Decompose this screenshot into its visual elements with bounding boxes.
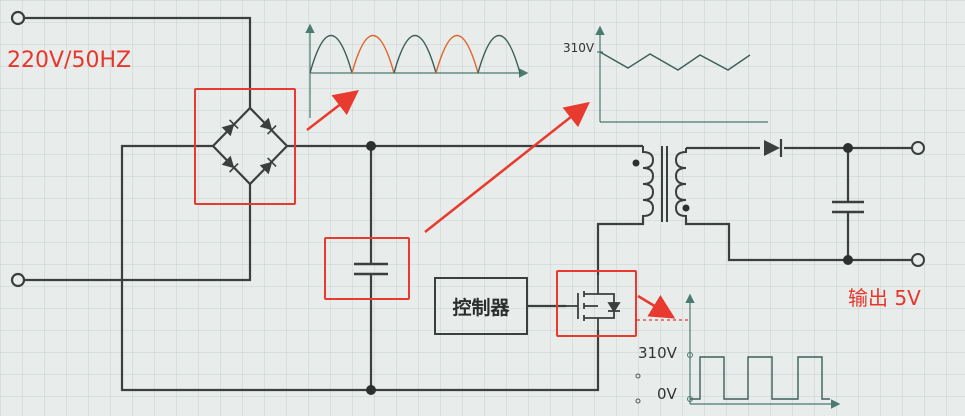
rectified-wave-plot xyxy=(305,23,529,118)
output-diode xyxy=(764,139,783,157)
ac-terminal-top xyxy=(10,10,26,26)
controller-box: 控制器 xyxy=(434,277,528,335)
output-capacitor xyxy=(832,200,864,214)
pwm-high-label: 310V xyxy=(638,344,677,362)
top-wave-level-label: 310V xyxy=(563,41,595,55)
filter-capacitor xyxy=(354,262,388,276)
circuit-wires xyxy=(10,10,918,392)
transformer xyxy=(642,146,687,222)
pwm-low-label: 0V xyxy=(657,385,677,403)
controller-label: 控制器 xyxy=(452,296,510,319)
capacitor-highlight xyxy=(324,237,410,300)
filtered-wave-plot xyxy=(595,25,768,123)
bridge-highlight xyxy=(194,88,296,205)
output-voltage-label: 输出 5V xyxy=(848,286,921,310)
bridge-diodes xyxy=(221,117,277,175)
pwm-wave-plot xyxy=(635,293,841,409)
output-terminal-top xyxy=(911,141,925,155)
secondary-dot xyxy=(682,204,690,212)
junction-dots xyxy=(366,141,853,395)
mosfet xyxy=(566,275,621,330)
annotation-arrows xyxy=(306,89,676,319)
output-terminal-bottom xyxy=(911,253,925,267)
input-voltage-label: 220V/50HZ xyxy=(7,48,132,73)
primary-dot xyxy=(632,159,640,167)
ac-terminal-bottom xyxy=(10,272,26,288)
mosfet-highlight xyxy=(556,270,637,337)
